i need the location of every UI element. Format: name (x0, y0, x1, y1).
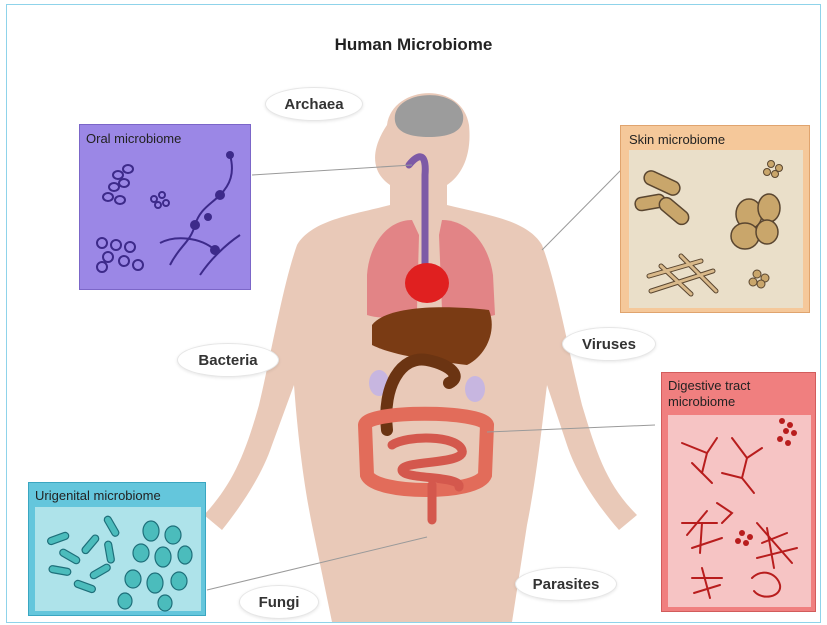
viruses-label: Viruses (562, 327, 656, 361)
oral-microbes-illustration (80, 125, 252, 291)
oral-microbiome-box: Oral microbiome (79, 124, 251, 290)
skin-microbes-illustration (621, 126, 811, 314)
connector-skin (542, 170, 621, 250)
right-kidney (465, 376, 485, 402)
diagram-frame: Human Microbiome Archaea Bacteria (6, 4, 821, 623)
digestive-microbiome-box: Digestive tract microbiome (661, 372, 816, 612)
archaea-label: Archaea (265, 87, 363, 121)
fungi-label: Fungi (239, 585, 319, 619)
heart (405, 263, 449, 303)
bacteria-label: Bacteria (177, 343, 279, 377)
urigenital-microbes-illustration (29, 483, 207, 617)
brain (395, 95, 463, 137)
digestive-microbes-illustration (662, 373, 817, 613)
skin-microbiome-box: Skin microbiome (620, 125, 810, 313)
urigenital-microbiome-box: Urigenital microbiome (28, 482, 206, 616)
parasites-label: Parasites (515, 567, 617, 601)
